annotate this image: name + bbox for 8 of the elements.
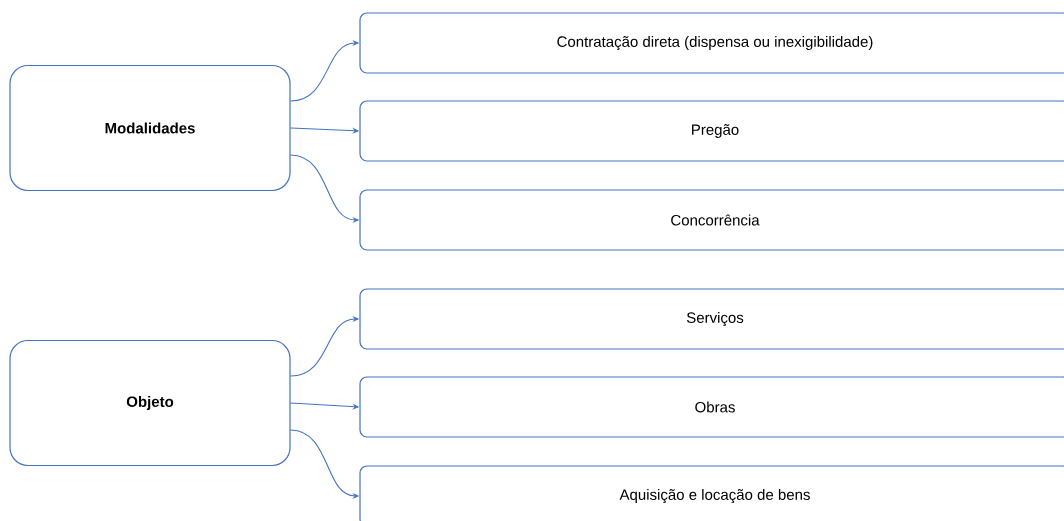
option-box: Aquisição e locação de bens [359,465,1064,521]
option-box: Concorrência [359,189,1064,251]
category-box: Modalidades [9,64,291,192]
option-box: Obras [359,376,1064,438]
option-box: Contratação direta (dispensa ou inexigibilidade) [359,12,1064,74]
option-box: Serviços [359,288,1064,350]
option-box: Pregão [359,100,1064,162]
category-box: Objeto [9,339,291,467]
